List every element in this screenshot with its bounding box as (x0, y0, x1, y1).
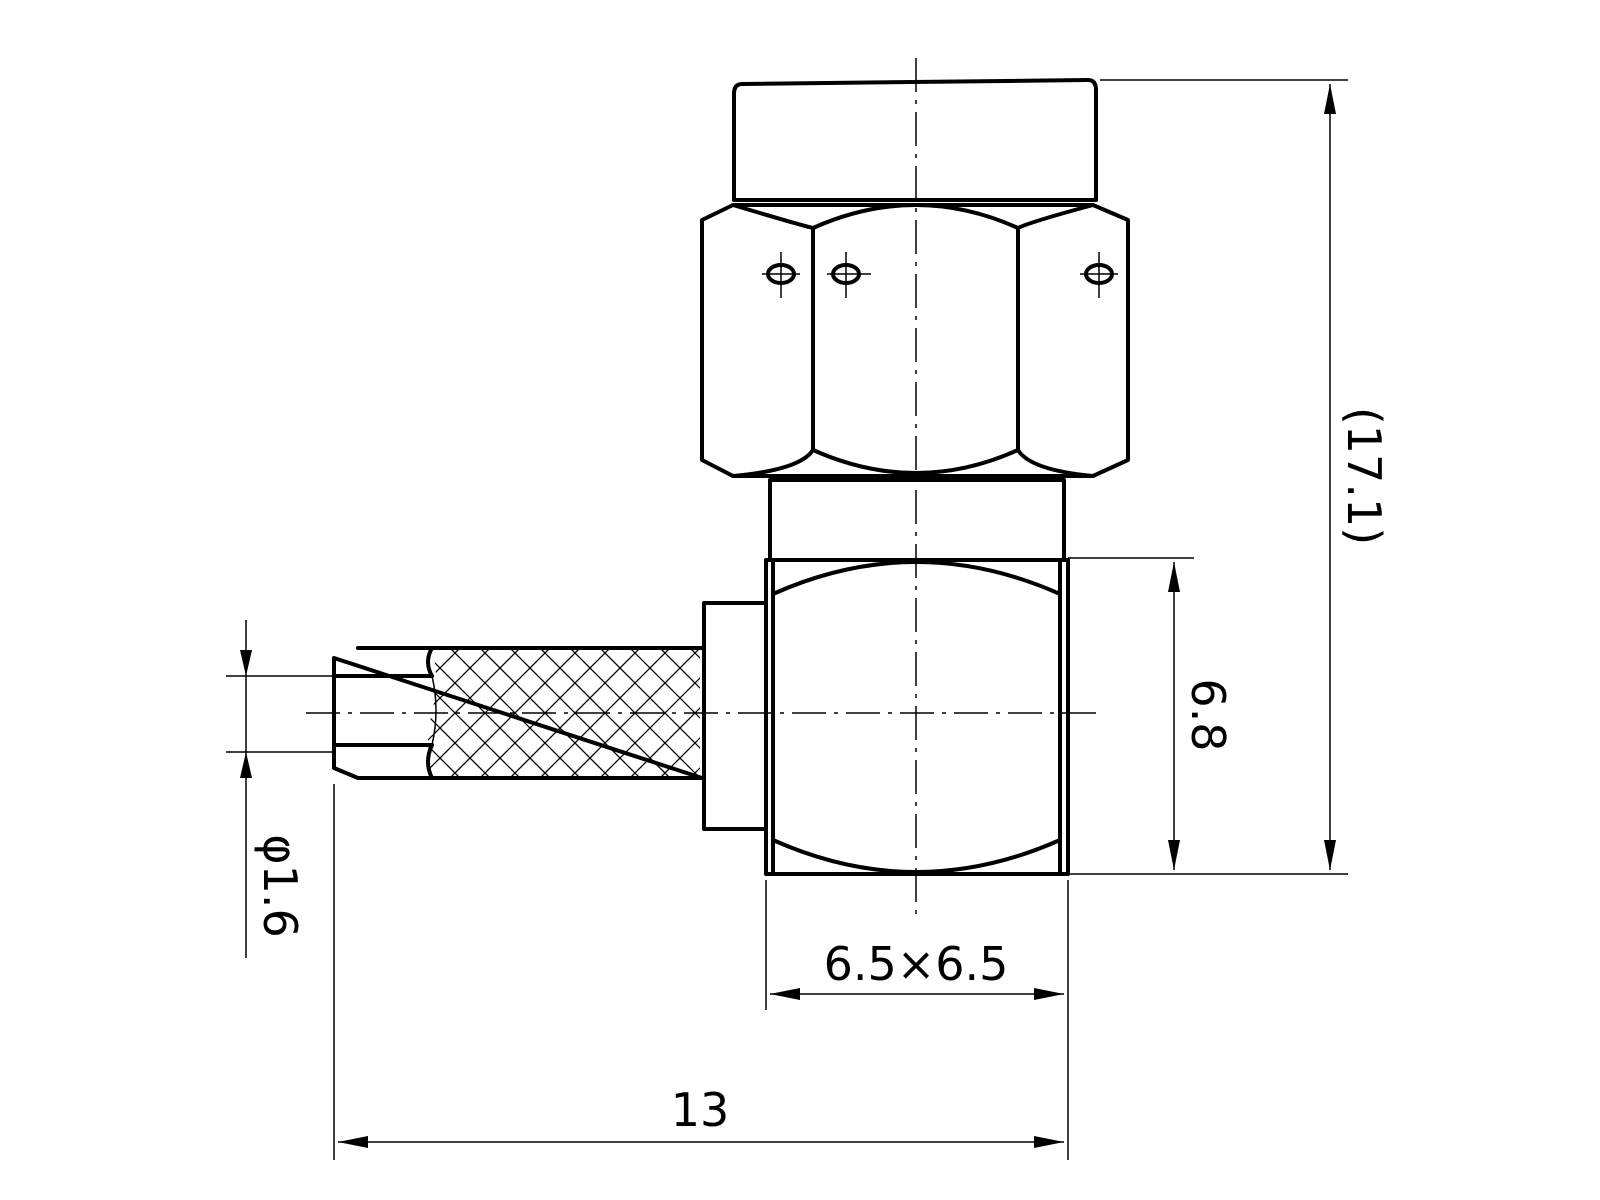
dim-body-height: 6.8 (1068, 557, 1235, 870)
center-lines (306, 58, 1100, 916)
dim-overall-height: (17.1) (1068, 79, 1391, 875)
crimp-ferrule (332, 646, 704, 780)
crimp-hole-middle (827, 252, 871, 298)
dim-body-height-label: 6.8 (1181, 678, 1235, 751)
ferrule-flange (702, 601, 768, 831)
dim-body-section-label: 6.5×6.5 (824, 937, 1009, 991)
hex-nut (700, 203, 1130, 478)
dim-overall-length-label: 13 (671, 1083, 730, 1137)
dim-overall-height-label: (17.1) (1337, 407, 1391, 545)
dim-body-section: 6.5×6.5 (765, 880, 1069, 1010)
dim-overall-length: 13 (333, 784, 1069, 1160)
body-block (764, 558, 1070, 876)
coupling-cap (732, 78, 1098, 202)
dim-cable-diameter: φ1.6 (226, 620, 334, 958)
dim-cable-diameter-label: φ1.6 (253, 834, 307, 938)
crimp-hole-right (1080, 252, 1118, 298)
neck (768, 478, 1066, 562)
crimp-hole-left (762, 252, 800, 298)
